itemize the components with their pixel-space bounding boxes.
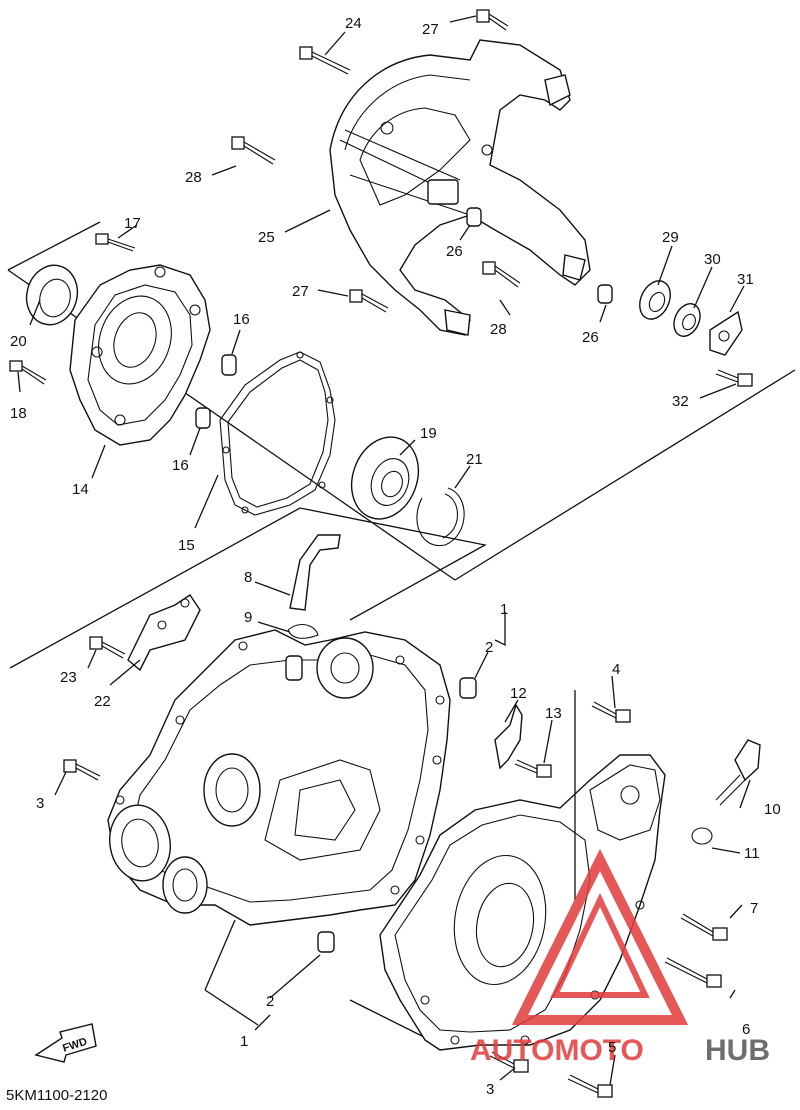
callout-8: 8 — [244, 569, 252, 586]
callout-17: 17 — [124, 215, 141, 232]
leader-lines — [17, 15, 751, 1086]
callout-1-top: 1 — [500, 601, 508, 618]
bearing-29 — [639, 280, 671, 320]
breather-hose — [289, 534, 341, 611]
bolt-24 — [299, 46, 351, 75]
bracket-22 — [127, 594, 201, 672]
bolt-5 — [567, 1074, 613, 1098]
callout-18: 18 — [10, 405, 27, 422]
callout-5: 5 — [608, 1039, 616, 1056]
collar-26a — [466, 207, 482, 227]
bolt-28-mid — [482, 261, 521, 288]
bolt-28-top — [231, 136, 276, 165]
callout-31: 31 — [737, 271, 754, 288]
callout-2-bottom: 2 — [266, 993, 274, 1010]
watermark-text-right: HUB — [705, 1034, 770, 1067]
circlip — [416, 487, 465, 547]
bearing — [350, 436, 420, 520]
callout-10: 10 — [764, 801, 781, 818]
callout-25: 25 — [258, 229, 275, 246]
callout-labels: 24 27 28 25 26 27 28 26 29 30 31 32 17 2… — [10, 15, 781, 1098]
callout-32: 32 — [672, 393, 689, 410]
o-ring — [691, 827, 713, 845]
callout-26-top: 26 — [446, 243, 463, 260]
oil-filler-plug — [715, 739, 761, 806]
callout-16-top: 16 — [233, 311, 250, 328]
callout-3-left: 3 — [36, 795, 44, 812]
cover-gasket — [219, 351, 336, 516]
plate-12 — [494, 703, 523, 770]
callout-12: 12 — [510, 685, 527, 702]
callout-6: 6 — [742, 1021, 750, 1038]
collar-26b — [597, 284, 613, 304]
bolt-32 — [715, 369, 753, 387]
callout-11: 11 — [744, 845, 760, 862]
bolt-23 — [89, 636, 126, 659]
bolt-13 — [514, 759, 552, 778]
crankcase-cover-left — [69, 264, 211, 446]
watermark-text-left: AUTOMOTO — [470, 1034, 644, 1067]
callout-19: 19 — [420, 425, 437, 442]
fwd-arrow-icon: FWD — [34, 1023, 97, 1063]
callout-27-mid: 27 — [292, 283, 309, 300]
dowel-2-upper — [459, 677, 477, 699]
callout-28-mid: 28 — [490, 321, 507, 338]
bolt-6 — [664, 957, 722, 988]
bolt-7 — [680, 913, 728, 941]
callout-30: 30 — [704, 251, 721, 268]
callout-20: 20 — [10, 333, 27, 350]
bolt-4 — [591, 701, 631, 723]
callout-1-bottom: 1 — [240, 1033, 248, 1050]
callout-3-bottom: 3 — [486, 1081, 494, 1098]
dowel-pin-16b — [195, 407, 211, 429]
watermark-logo: AUTOMOTO HUB — [470, 848, 770, 1067]
callout-21: 21 — [466, 451, 483, 468]
crankcase-left-half — [107, 629, 451, 926]
assembly-outline-middle — [9, 507, 487, 669]
oil-seal-30 — [673, 303, 701, 337]
dowel-pin-16a — [221, 354, 237, 376]
callout-2-top: 2 — [485, 639, 493, 656]
bolt-3-left — [63, 759, 101, 781]
callout-22: 22 — [94, 693, 111, 710]
callout-27-top: 27 — [422, 21, 439, 38]
callout-13: 13 — [545, 705, 562, 722]
bolt-3-bottom — [489, 1051, 529, 1073]
air-duct-cover — [329, 39, 591, 336]
plate-31 — [709, 310, 743, 356]
diagram-code: 5KM1100-2120 — [6, 1087, 108, 1104]
callout-4: 4 — [612, 661, 620, 678]
callout-15: 15 — [178, 537, 195, 554]
callout-16-bottom: 16 — [172, 457, 189, 474]
callout-26-right: 26 — [582, 329, 599, 346]
callout-7: 7 — [750, 900, 758, 917]
callout-23: 23 — [60, 669, 77, 686]
callout-14: 14 — [72, 481, 89, 498]
dowel-2-lower — [317, 931, 335, 953]
hose-clip — [287, 624, 319, 639]
assembly-outline-lower — [204, 919, 431, 1041]
callout-9: 9 — [244, 609, 252, 626]
callout-29: 29 — [662, 229, 679, 246]
crankcase-right-half — [379, 754, 666, 1051]
bolt-27-top — [476, 9, 509, 31]
callout-28-top: 28 — [185, 169, 202, 186]
callout-24: 24 — [345, 15, 362, 32]
bolt-18 — [9, 360, 47, 385]
oil-seal — [25, 264, 79, 326]
bolt-17 — [95, 233, 136, 252]
bolt-27-mid — [349, 289, 389, 313]
